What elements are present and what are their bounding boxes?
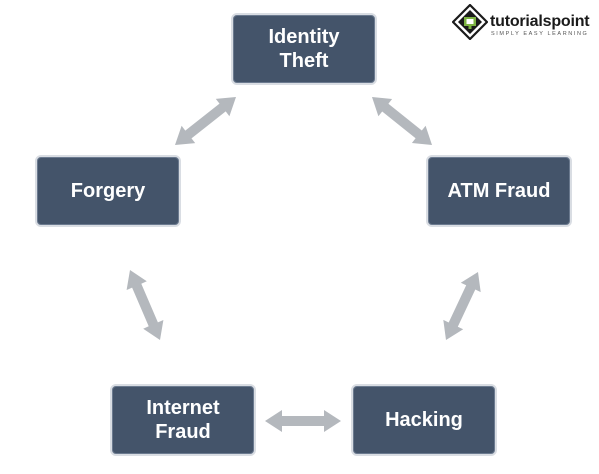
arrow-hacking-internet-fraud bbox=[265, 410, 341, 432]
arrow-atm-fraud-hacking bbox=[443, 272, 481, 340]
brand-name: tutorialspoint bbox=[490, 13, 590, 30]
arrow-forgery-identity-theft bbox=[175, 97, 236, 145]
node-forgery: Forgery bbox=[35, 155, 181, 227]
brand-tagline: SIMPLY EASY LEARNING bbox=[491, 31, 589, 37]
node-internet-fraud: Internet Fraud bbox=[110, 384, 256, 456]
arrow-identity-theft-atm-fraud bbox=[372, 97, 432, 145]
tutorialspoint-logo-icon bbox=[452, 4, 488, 40]
brand-logo: tutorialspoint SIMPLY EASY LEARNING bbox=[452, 4, 597, 44]
node-identity-theft: Identity Theft bbox=[231, 13, 377, 85]
arrow-internet-fraud-forgery bbox=[126, 270, 164, 340]
node-hacking: Hacking bbox=[351, 384, 497, 456]
node-atm-fraud: ATM Fraud bbox=[426, 155, 572, 227]
